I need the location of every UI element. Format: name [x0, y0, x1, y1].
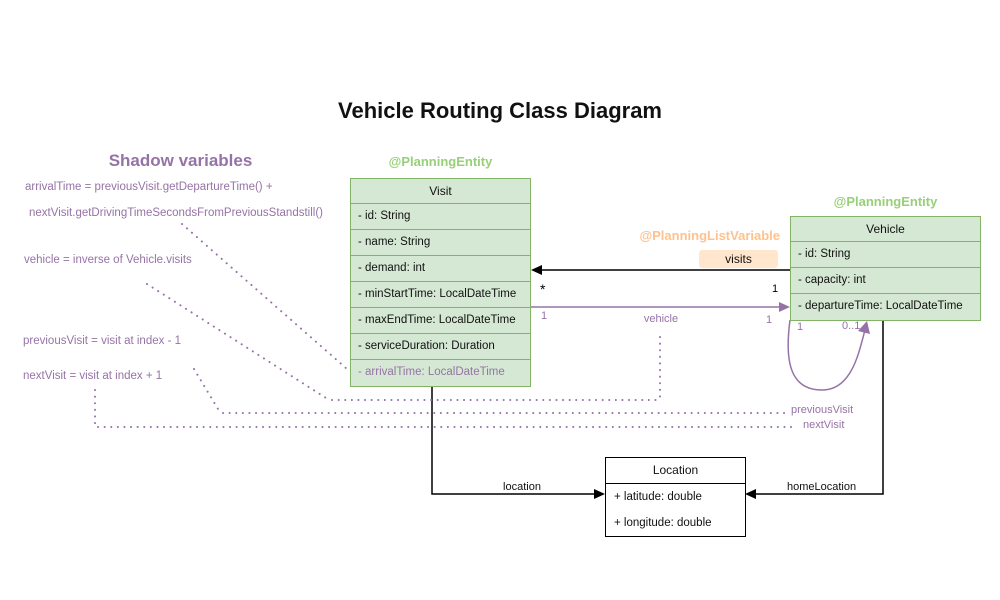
home-location-arrowhead [745, 489, 756, 499]
visit-attr-id: - id: String [351, 203, 530, 229]
vehicle-attr-departuretime: - departureTime: LocalDateTime [791, 293, 980, 319]
chain-mult-right: 0..1 [842, 320, 861, 332]
shadow-link-previousvisit-diagonal [193, 368, 219, 410]
vehicle-attr-id: - id: String [791, 241, 980, 267]
vehicle-planning-entity-annotation: @PlanningEntity [833, 194, 938, 209]
vehicle-edge-label: vehicle [643, 313, 679, 325]
location-arrowhead [594, 489, 605, 499]
location-edge-label: location [503, 481, 541, 493]
shadow-formula-nextvisit: nextVisit = visit at index + 1 [23, 370, 163, 382]
visit-class-title: Visit [429, 184, 452, 198]
page-title: Vehicle Routing Class Diagram [338, 98, 662, 123]
shadow-formula-arrivaltime-line2: nextVisit.getDrivingTimeSecondsFromPrevi… [29, 207, 323, 219]
location-class-title: Location [652, 463, 699, 477]
shadow-formula-previousvisit: previousVisit = visit at index - 1 [23, 335, 181, 347]
visit-attr-arrivaltime-shadow: - arrivalTime: LocalDateTime [351, 359, 530, 385]
location-attr-compartment: + latitude: double + longitude: double [606, 483, 745, 536]
vehicle-arrow [531, 302, 790, 312]
location-attr-longitude: + longitude: double [614, 517, 712, 529]
vehicle-attr-capacity: - capacity: int [791, 267, 980, 293]
vehicle-class-title: Vehicle [866, 222, 905, 236]
visit-attr-name: - name: String [351, 229, 530, 255]
previousvisit-edge-label: previousVisit [791, 404, 854, 416]
planning-list-variable-annotation: @PlanningListVariable [639, 228, 780, 243]
vehicle-arrowhead [779, 302, 790, 312]
visit-attr-minstarttime: - minStartTime: LocalDateTime [351, 281, 530, 307]
vehicle-class: Vehicle - id: String - capacity: int - d… [790, 216, 981, 321]
visit-planning-entity-annotation: @PlanningEntity [388, 154, 493, 169]
visit-attr-serviceduration: - serviceDuration: Duration [351, 333, 530, 359]
visits-mult-vehicle-end: 1 [772, 283, 779, 295]
visit-attr-demand: - demand: int [351, 255, 530, 281]
visit-class: Visit - id: String - name: String - dema… [350, 178, 531, 387]
chain-mult-left: 1 [797, 321, 804, 333]
shadow-formula-vehicle: vehicle = inverse of Vehicle.visits [24, 254, 192, 266]
vehicle-mult-vehicle-end: 1 [766, 314, 773, 326]
shadow-link-arrivaltime [181, 223, 348, 370]
shadow-formula-arrivaltime-line1: arrivalTime = previousVisit.getDeparture… [25, 181, 273, 193]
visits-edge-label: visits [699, 250, 778, 268]
location-class: Location + latitude: double + longitude:… [605, 457, 746, 537]
vehicle-mult-visit-end: 1 [541, 310, 548, 322]
shadow-variables-title: Shadow variables [108, 151, 253, 170]
homelocation-edge-label: homeLocation [787, 481, 857, 493]
location-attr-latitude: + latitude: double [614, 491, 702, 503]
visits-mult-visit-end: * [540, 281, 546, 297]
nextvisit-edge-label: nextVisit [803, 419, 845, 431]
visits-arrowhead [531, 265, 542, 275]
visit-attr-maxendtime: - maxEndTime: LocalDateTime [351, 307, 530, 333]
